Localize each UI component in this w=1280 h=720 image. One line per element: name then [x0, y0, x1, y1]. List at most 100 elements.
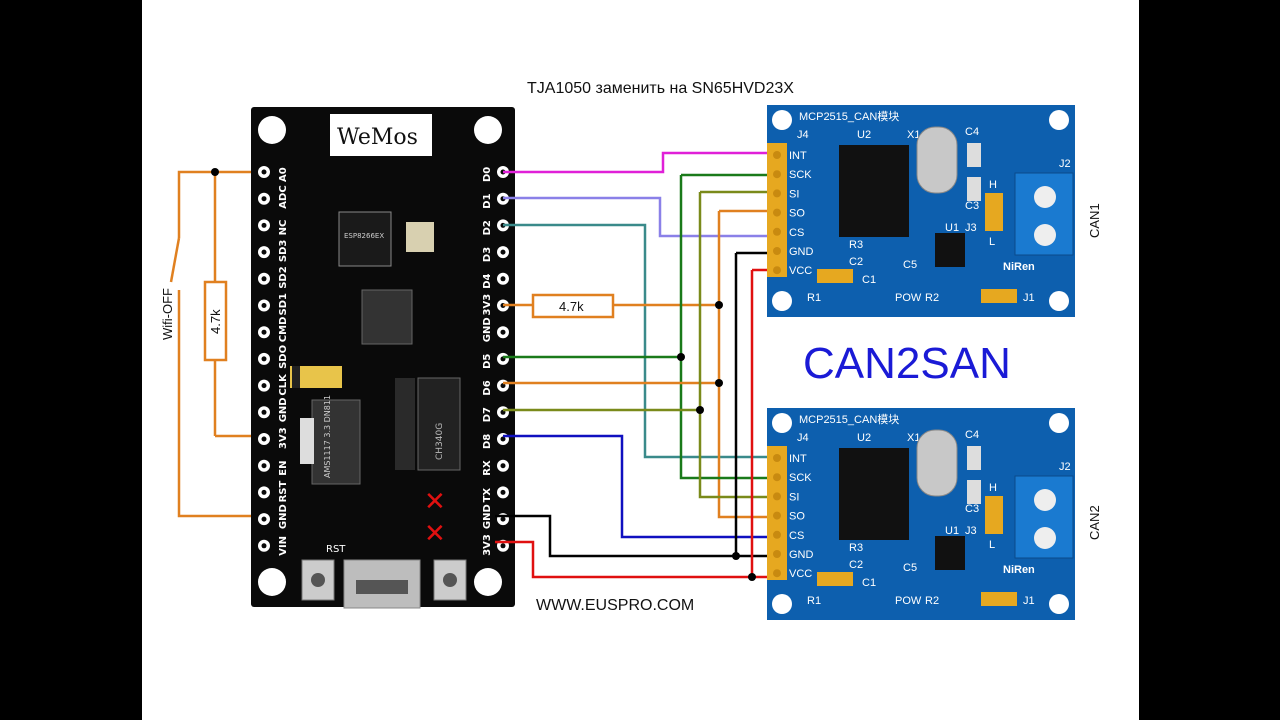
part-label: C5 [903, 259, 917, 271]
wemos-board: WeMos ESP8266EX CH340G AMS1117 3.3 DN811 [251, 107, 515, 609]
board-pin-label-right: GND [482, 504, 493, 529]
jumper-j1 [981, 592, 1017, 606]
board-pin-label-right: D1 [482, 193, 493, 208]
board-pin-hole [261, 543, 267, 549]
module-pin-label: CS [789, 530, 804, 542]
board-pin-label-left: RST [278, 480, 289, 502]
part-label: L [989, 236, 995, 248]
board-pin-hole [261, 329, 267, 335]
crystal [916, 429, 958, 497]
module-pin-label: GND [789, 246, 814, 258]
capacitor [967, 480, 981, 504]
board-pin-label-left: A0 [278, 167, 289, 182]
part-label: POW [895, 292, 922, 304]
board-pin-hole [261, 356, 267, 362]
transceiver-chip [935, 233, 965, 267]
mount-hole [772, 413, 792, 433]
mcp2515-chip [839, 145, 909, 237]
module-pin-label: VCC [789, 568, 812, 580]
board-pin-hole [261, 409, 267, 415]
header-pin [773, 247, 781, 255]
module-pin-label: CS [789, 227, 804, 239]
junction-dot [715, 379, 723, 387]
junction-dot [677, 353, 685, 361]
regulator [311, 399, 361, 485]
part-label: R2 [925, 595, 939, 607]
header-pin [773, 473, 781, 482]
board-pin-label-left: NC [278, 220, 289, 236]
mcp2515-chip [839, 448, 909, 540]
board-pin-label-left: VIN [278, 536, 289, 556]
terminal-screw [1034, 527, 1056, 549]
part-label: U2 [857, 432, 871, 444]
part-label: H [989, 482, 997, 494]
capacitor-c1 [817, 572, 853, 586]
board-pin-label-right: 3V3 [482, 294, 493, 316]
capacitor [967, 143, 981, 167]
esp-chip [338, 211, 392, 267]
transceiver-chip [935, 536, 965, 570]
board-pin-hole [261, 169, 267, 175]
board-pin-label-right: GND [482, 317, 493, 342]
module-title: MCP2515_CAN模块 [799, 413, 899, 426]
header-pin [773, 170, 781, 179]
part-label: U2 [857, 129, 871, 141]
board-pin-hole [500, 329, 506, 335]
part-label: C3 [965, 200, 979, 212]
module-pin-label: SO [789, 511, 805, 523]
brand-label: NiRen [1003, 564, 1035, 576]
board-pin-hole [261, 436, 267, 442]
part-label: U1 [945, 222, 959, 234]
board-pin-hole [261, 276, 267, 282]
header-pin [773, 530, 781, 539]
terminal-screw [1034, 489, 1056, 511]
board-pin-hole [261, 222, 267, 228]
part-label: C2 [849, 559, 863, 571]
mount-hole [772, 594, 792, 614]
mount-hole [1049, 291, 1069, 311]
board-pin-hole [500, 249, 506, 255]
terminal-screw [1034, 186, 1056, 208]
crystal [916, 126, 958, 194]
junction-dot [211, 168, 219, 176]
board-pin-label-left: GND [278, 504, 289, 529]
part-label: R1 [807, 292, 821, 304]
module-header-label: J4 [797, 129, 809, 141]
pullup-resistor [531, 293, 615, 319]
wifi-off-label: Wifi-OFF [160, 288, 175, 340]
header-pin [773, 208, 781, 217]
mount-hole [772, 110, 792, 130]
part-label: J1 [1023, 595, 1035, 607]
cross-mark-2: ✕ [424, 519, 446, 549]
rst-label: RST [326, 544, 346, 555]
board-pin-label-right: D5 [482, 354, 493, 369]
part-label: C4 [965, 429, 979, 441]
wire [503, 196, 775, 238]
mount-hole [772, 291, 792, 311]
board-pin-label-right: D0 [482, 167, 493, 182]
board-pin-label-left: 3V3 [278, 427, 289, 449]
wire [679, 175, 775, 480]
header-pin [773, 454, 781, 462]
part-label: J3 [965, 222, 977, 234]
can2-label: CAN2 [1087, 505, 1102, 540]
header-pin [773, 550, 781, 558]
can1-label: CAN1 [1087, 203, 1102, 238]
module-header-label: J4 [797, 432, 809, 444]
part-label: R3 [849, 239, 863, 251]
module-pin-label: SI [789, 188, 799, 200]
board-pin-hole [500, 543, 506, 549]
junction-dot [748, 573, 756, 581]
regulator-label: AMS1117 3.3 DN811 [323, 395, 332, 478]
part-label: C5 [903, 562, 917, 574]
part-label: X1 [907, 129, 920, 141]
board-pin-label-left: SD1 [278, 293, 289, 316]
board-pin-label-left: GND [278, 397, 289, 422]
part-label: J2 [1059, 158, 1071, 170]
diagram-title: TJA1050 заменить на SN65HVD23X [527, 80, 794, 97]
board-pin-label-right: D8 [482, 434, 493, 449]
part-label: C4 [965, 126, 979, 138]
wire [495, 540, 775, 579]
